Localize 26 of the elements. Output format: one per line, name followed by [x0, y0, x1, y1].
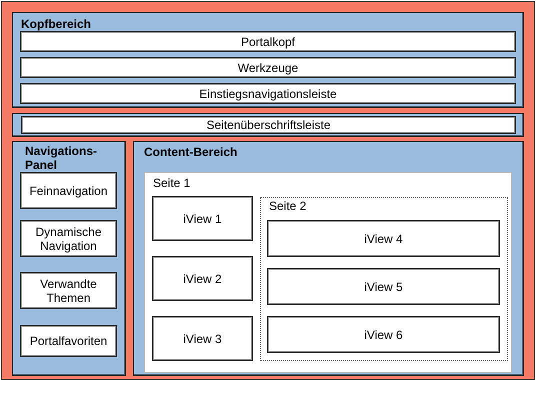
panel-heading: Kopfbereich [21, 17, 92, 31]
top-level-navigation-bar: Einstiegsnavigationsleiste [20, 83, 516, 104]
nested-page-box [260, 197, 508, 361]
panel-heading: Navigations-Panel [25, 144, 98, 172]
header-area-panel [12, 12, 524, 108]
content-widget-box: iView 5 [267, 268, 500, 305]
content-widget-box: iView 4 [267, 220, 500, 257]
navigation-item-box: Verwandte Themen [20, 272, 117, 309]
page-box [144, 172, 512, 373]
navigation-item-box: Dynamische Navigation [20, 220, 117, 257]
content-widget-box: iView 3 [152, 316, 253, 361]
content-widget-box: iView 2 [152, 256, 253, 301]
content-widget-box: iView 1 [152, 196, 253, 241]
navigation-panel [12, 141, 126, 376]
content-area-panel [133, 141, 524, 376]
navigation-item-box: Portalfavoriten [20, 325, 117, 357]
page-heading: Seite 1 [153, 176, 190, 190]
page-title-band [12, 113, 524, 137]
navigation-item-box: Feinnavigation [20, 172, 117, 209]
page-title-bar: Seitenüberschriftsleiste [21, 116, 516, 134]
portal-frame [1, 1, 535, 380]
page-heading: Seite 2 [269, 199, 306, 213]
tools-bar: Werkzeuge [20, 57, 516, 78]
panel-heading: Content-Bereich [144, 145, 238, 159]
portal-header-bar: Portalkopf [20, 31, 516, 52]
content-widget-box: iView 6 [267, 316, 500, 353]
